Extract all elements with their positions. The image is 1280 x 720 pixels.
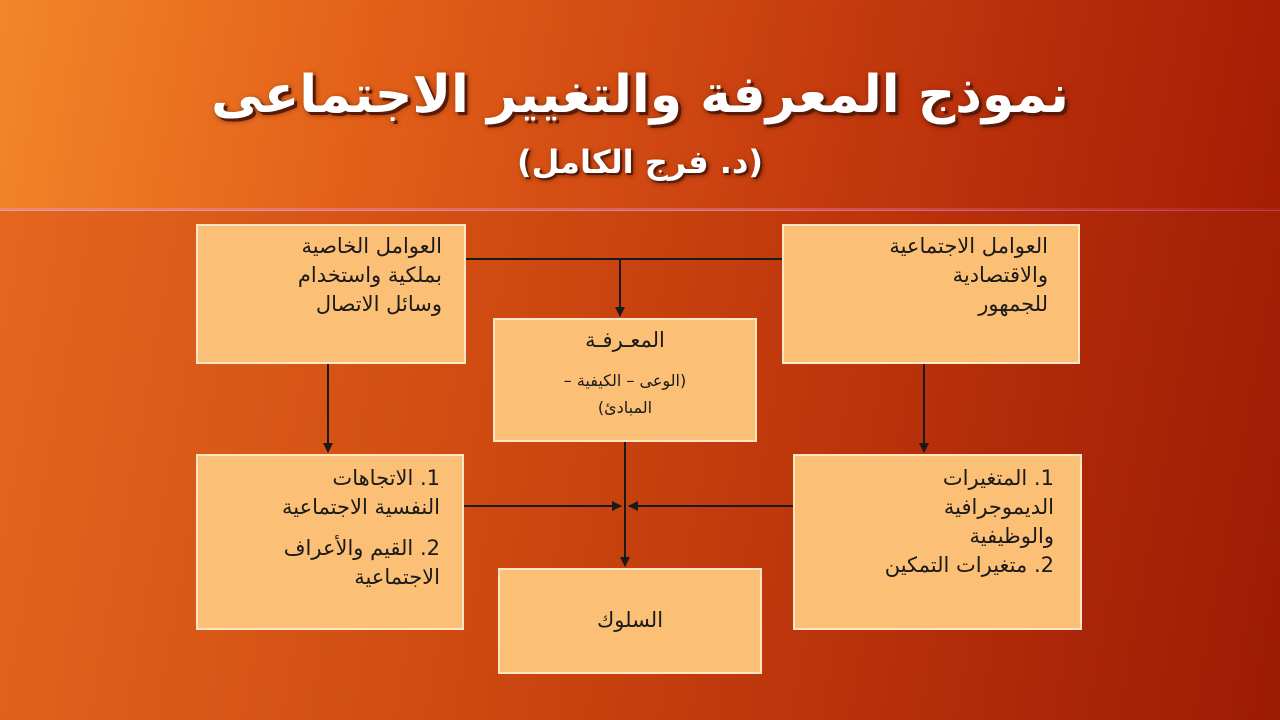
box-line: للجمهور — [978, 292, 1048, 316]
box-line: 1. المتغيرات — [942, 466, 1054, 490]
box-attitudes-values: 1. الاتجاهات النفسية الاجتماعية 2. القيم… — [196, 454, 464, 630]
box-behavior: السلوك — [498, 568, 762, 674]
banner-divider — [0, 208, 1280, 211]
box-communication-factors: العوامل الخاصية بملكية واستخدام وسائل ال… — [196, 224, 466, 364]
box-knowledge: المعـرفـة (الوعى – الكيفية – المبادئ) — [493, 318, 757, 442]
box-line: المبادئ) — [597, 398, 653, 417]
box-line: (الوعى – الكيفية – — [563, 371, 687, 390]
box-line: 2. القيم والأعراف — [283, 536, 440, 560]
box-socioeconomic-factors: العوامل الاجتماعية والاقتصادية للجمهور — [782, 224, 1080, 364]
box-line: 2. متغيرات التمكين — [884, 553, 1054, 577]
box-line: المعـرفـة — [585, 328, 665, 352]
slide-title: نموذج المعرفة والتغيير الاجتماعى — [211, 65, 1069, 125]
box-line: العوامل الاجتماعية — [889, 234, 1048, 258]
box-demographic-variables: 1. المتغيرات الديموجرافية والوظيفية 2. م… — [793, 454, 1082, 630]
box-line: 1. الاتجاهات — [332, 466, 440, 490]
title-banner — [0, 0, 1280, 210]
slide-subtitle: (د. فرج الكامل) — [516, 143, 763, 181]
box-line: والوظيفية — [969, 524, 1055, 548]
box-line: الاجتماعية — [354, 565, 440, 589]
box-line: النفسية الاجتماعية — [282, 495, 440, 519]
box-line: السلوك — [596, 608, 664, 632]
box-line: العوامل الخاصية — [301, 234, 443, 258]
box-line: والاقتصادية — [952, 263, 1048, 287]
box-line: الديموجرافية — [943, 495, 1054, 519]
box-line: بملكية واستخدام — [297, 263, 442, 287]
box-line: وسائل الاتصال — [315, 292, 442, 316]
